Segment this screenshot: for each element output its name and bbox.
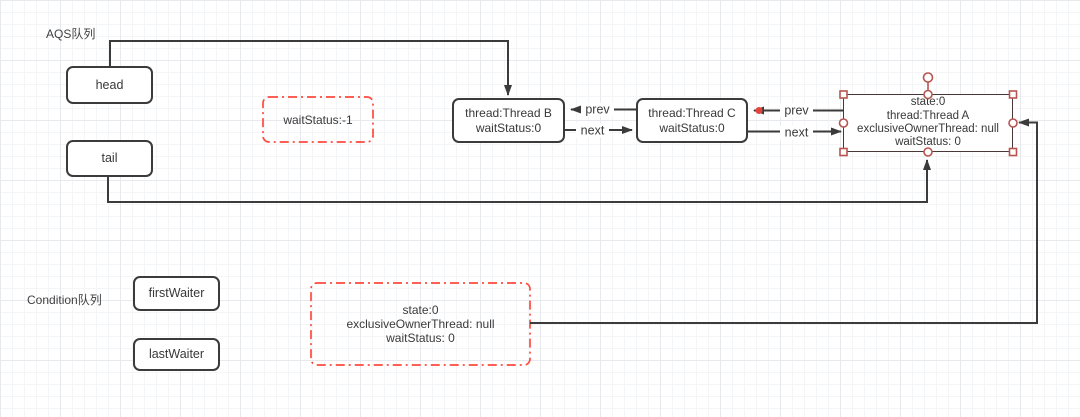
svg-text:prev: prev — [784, 104, 809, 118]
aqs-queue-label: AQS队列 — [46, 27, 96, 41]
thread-a-node-selected[interactable]: state:0 thread:Thread A exclusiveOwnerTh… — [843, 94, 1013, 152]
thread-c-line1: thread:Thread C — [648, 105, 736, 120]
edge-head-to-thread-b[interactable] — [109, 40, 512, 96]
condition-state-line2: exclusiveOwnerThread: null — [346, 317, 495, 331]
svg-text:next: next — [581, 124, 605, 138]
connection-endpoint-dot — [755, 107, 763, 114]
edge-label-next-ca: next — [780, 125, 813, 140]
head-node-label: head — [95, 77, 124, 92]
rotation-handle[interactable] — [922, 72, 934, 83]
thread-a-line4: waitStatus: 0 — [895, 136, 961, 149]
tail-node-label: tail — [101, 151, 118, 165]
svg-text:prev: prev — [585, 103, 610, 117]
condition-queue-label: Condition队列 — [27, 293, 102, 307]
edge-tail-to-thread-a[interactable] — [107, 159, 931, 203]
thread-a-line1: state:0 — [910, 96, 946, 109]
tail-node[interactable]: tail — [66, 140, 153, 177]
condition-state-line1: state:0 — [402, 303, 439, 317]
thread-c-node[interactable]: thread:Thread C waitStatus:0 — [636, 98, 748, 143]
svg-text:next: next — [785, 126, 809, 140]
thread-b-node[interactable]: thread:Thread B waitStatus:0 — [452, 98, 565, 143]
waitstatus-annotation[interactable]: waitStatus:-1 — [263, 97, 373, 142]
head-node[interactable]: head — [66, 66, 153, 104]
last-waiter-node[interactable]: lastWaiter — [133, 338, 220, 371]
edge-condition-state-to-thread-a[interactable] — [530, 118, 1038, 324]
thread-b-line1: thread:Thread B — [465, 105, 552, 120]
edge-label-prev-bc: prev — [581, 102, 614, 117]
thread-b-line2: waitStatus:0 — [475, 120, 542, 135]
last-waiter-label: lastWaiter — [148, 347, 205, 361]
first-waiter-node[interactable]: firstWaiter — [133, 276, 220, 311]
edge-label-prev-ca: prev — [780, 103, 813, 118]
condition-state-annotation[interactable]: state:0 exclusiveOwnerThread: null waitS… — [311, 283, 530, 365]
thread-a-line3: exclusiveOwnerThread: null — [857, 123, 999, 135]
thread-a-line2: thread:Thread A — [886, 109, 970, 122]
condition-state-line3: waitStatus: 0 — [386, 331, 455, 345]
thread-c-line2: waitStatus:0 — [659, 120, 725, 135]
first-waiter-label: firstWaiter — [148, 286, 205, 300]
edge-label-next-bc: next — [576, 123, 609, 138]
waitstatus-annotation-label: waitStatus:-1 — [283, 112, 353, 127]
